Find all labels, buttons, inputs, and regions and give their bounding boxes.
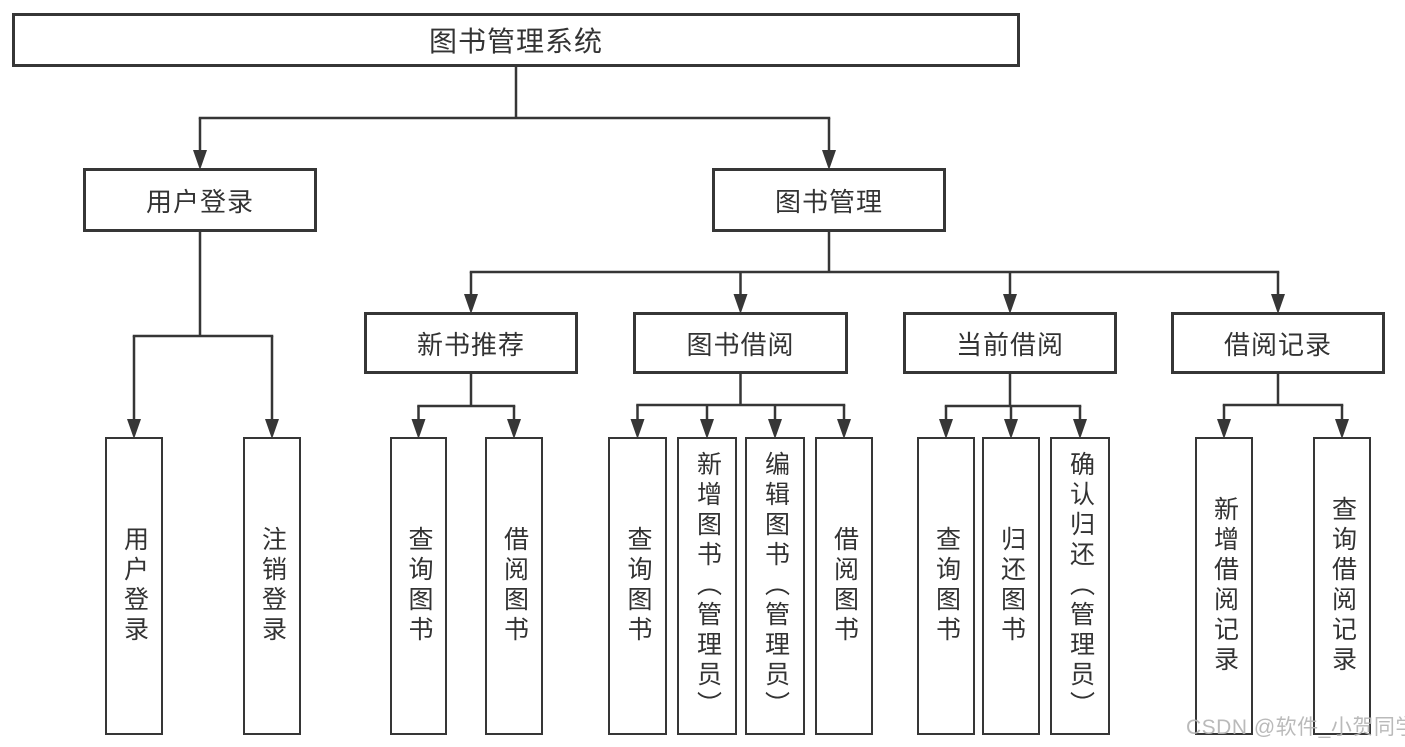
node-query-borrow-record: 查询借阅记录 (1313, 437, 1371, 735)
node-query-book-1: 查询图书 (390, 437, 447, 735)
node-label-new-book-rec: 新书推荐 (416, 329, 525, 360)
node-label-add-borrow-record: 新增借阅记录 (1210, 496, 1239, 676)
node-label-current-borrow: 当前借阅 (955, 329, 1064, 360)
node-new-book-rec: 新书推荐 (364, 312, 578, 374)
node-label-edit-book: 编辑图书（管理员） (761, 451, 790, 721)
node-query-book-3: 查询图书 (917, 437, 975, 735)
node-user-login-v: 用户登录 (105, 437, 163, 735)
node-label-query-book-2: 查询图书 (624, 526, 652, 646)
node-label-borrow-records: 借阅记录 (1223, 329, 1332, 360)
node-root: 图书管理系统 (12, 13, 1020, 67)
node-label-confirm-return: 确认归还（管理员） (1066, 451, 1095, 721)
node-return-book: 归还图书 (982, 437, 1040, 735)
node-add-borrow-record: 新增借阅记录 (1195, 437, 1253, 735)
node-edit-book: 编辑图书（管理员） (745, 437, 805, 735)
node-label-root: 图书管理系统 (428, 26, 603, 57)
node-label-user-login: 用户登录 (145, 186, 254, 217)
node-label-add-book: 新增图书（管理员） (693, 451, 722, 721)
node-label-borrow-book-1: 借阅图书 (500, 526, 529, 646)
node-user-login: 用户登录 (83, 168, 317, 232)
node-borrow-book-1: 借阅图书 (485, 437, 543, 735)
node-query-book-2: 查询图书 (608, 437, 667, 735)
node-label-borrow-book-2: 借阅图书 (830, 526, 859, 646)
node-label-query-book-1: 查询图书 (405, 526, 433, 646)
node-confirm-return: 确认归还（管理员） (1050, 437, 1110, 735)
node-label-query-book-3: 查询图书 (932, 526, 961, 646)
node-book-mgmt: 图书管理 (712, 168, 946, 232)
node-label-user-login-v: 用户登录 (120, 526, 149, 646)
node-logout-v: 注销登录 (243, 437, 301, 735)
node-borrow-records: 借阅记录 (1171, 312, 1385, 374)
node-label-query-borrow-record: 查询借阅记录 (1328, 496, 1357, 676)
node-borrow-book-2: 借阅图书 (815, 437, 873, 735)
node-label-book-mgmt: 图书管理 (774, 186, 883, 217)
node-current-borrow: 当前借阅 (903, 312, 1117, 374)
node-label-return-book: 归还图书 (997, 526, 1026, 646)
watermark-text: CSDN @软件_小贺同学 (1186, 716, 1405, 739)
node-add-book: 新增图书（管理员） (677, 437, 737, 735)
node-label-book-borrow: 图书借阅 (686, 329, 795, 360)
node-book-borrow: 图书借阅 (633, 312, 848, 374)
node-label-logout-v: 注销登录 (258, 526, 287, 646)
